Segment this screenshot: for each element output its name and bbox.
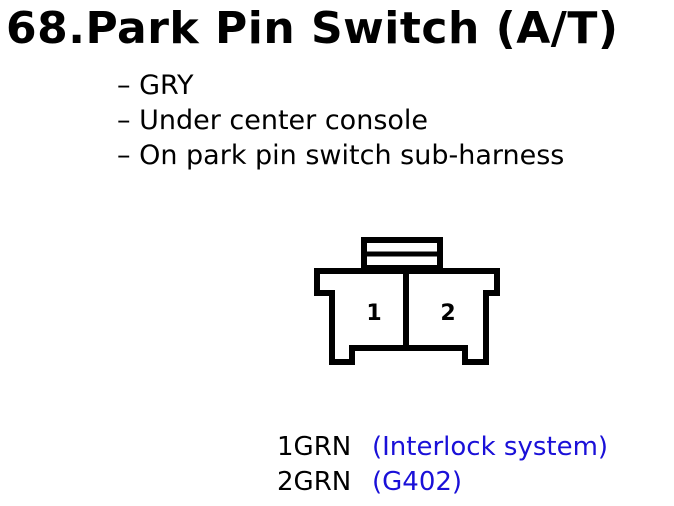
detail-location: – Under center console xyxy=(117,105,429,136)
pin-wire-color: GRN xyxy=(293,432,352,462)
pin-number: 2 xyxy=(277,467,294,497)
detail-connector-color: – GRY xyxy=(117,70,194,101)
connector-housing xyxy=(314,268,500,365)
pin-description: (Interlock system) xyxy=(372,432,609,462)
pin-description: (G402) xyxy=(372,467,463,497)
pin-row: 1GRN(Interlock system) xyxy=(277,430,608,465)
terminal-1-label: 1 xyxy=(366,301,381,326)
detail-harness: – On park pin switch sub-harness xyxy=(117,140,565,171)
pin-row: 2GRN(G402) xyxy=(277,465,608,500)
terminal-2-label: 2 xyxy=(440,301,455,326)
connector-details-list: – GRY – Under center console – On park p… xyxy=(117,68,564,173)
page-title: 68.Park Pin Switch (A/T) xyxy=(6,3,619,54)
pin-wire-color: GRN xyxy=(293,467,352,497)
pin-number: 1 xyxy=(277,432,294,462)
pin-assignment-list: 1GRN(Interlock system) 2GRN(G402) xyxy=(277,430,608,500)
connector-diagram: 1 2 xyxy=(314,237,500,365)
pin-wire: 1GRN xyxy=(277,430,372,465)
pin-wire: 2GRN xyxy=(277,465,372,500)
